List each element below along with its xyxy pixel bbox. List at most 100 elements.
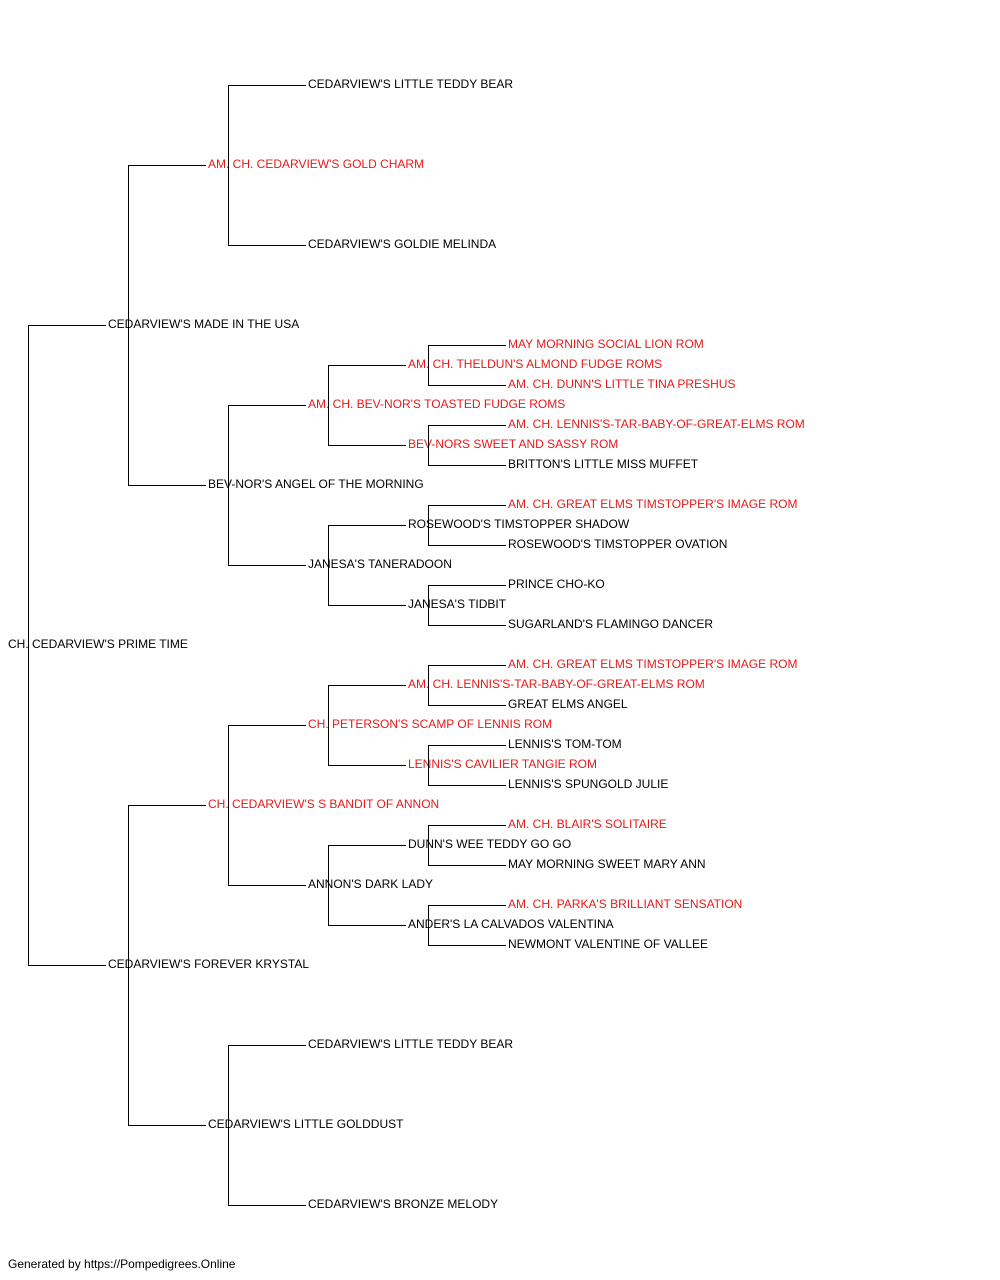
sire-branch xyxy=(328,685,406,686)
sire-connector xyxy=(428,345,429,365)
dam-branch xyxy=(328,765,406,766)
dam-branch xyxy=(428,865,506,866)
dam-branch xyxy=(428,545,506,546)
sire-branch xyxy=(428,825,506,826)
sire-branch xyxy=(128,805,206,806)
sire-branch xyxy=(428,505,506,506)
sire-name: ROSEWOOD'S TIMSTOPPER SHADOW xyxy=(408,517,632,531)
sire-connector xyxy=(328,525,329,565)
dam-branch xyxy=(128,485,206,486)
dam-branch xyxy=(228,885,306,886)
dam-branch xyxy=(428,465,506,466)
dam-connector xyxy=(328,724,329,766)
sire-branch xyxy=(328,845,406,846)
dam-name: SUGARLAND'S FLAMINGO DANCER xyxy=(508,617,715,631)
dam-name: BRITTON'S LITTLE MISS MUFFET xyxy=(508,457,701,471)
dam-connector xyxy=(428,604,429,626)
sire-name: PRINCE CHO-KO xyxy=(508,577,607,591)
dam-connector xyxy=(428,844,429,866)
sire-connector xyxy=(328,845,329,885)
dam-name: ROSEWOOD'S TIMSTOPPER OVATION xyxy=(508,537,730,551)
sire-connector xyxy=(428,905,429,925)
sire-branch xyxy=(428,665,506,666)
sire-connector xyxy=(428,825,429,845)
sire-connector xyxy=(128,805,129,965)
sire-name: LENNIS'S TOM-TOM xyxy=(508,737,624,751)
dam-name: LENNIS'S SPUNGOLD JULIE xyxy=(508,777,671,791)
sire-connector xyxy=(128,165,129,325)
dam-branch xyxy=(428,945,506,946)
sire-branch xyxy=(428,905,506,906)
dam-connector xyxy=(428,684,429,706)
dam-connector xyxy=(228,164,229,246)
dam-connector xyxy=(428,924,429,946)
dam-branch xyxy=(428,785,506,786)
sire-name: CH. CEDARVIEW'S S BANDIT OF ANNON xyxy=(208,797,442,811)
dam-branch xyxy=(428,705,506,706)
sire-name: AM. CH. GREAT ELMS TIMSTOPPER'S IMAGE RO… xyxy=(508,657,800,671)
dam-connector xyxy=(128,964,129,1126)
dam-branch xyxy=(328,445,406,446)
dam-connector xyxy=(128,324,129,486)
sire-connector xyxy=(328,685,329,725)
dam-branch xyxy=(228,245,306,246)
dam-name: MAY MORNING SWEET MARY ANN xyxy=(508,857,708,871)
dam-branch xyxy=(228,1205,306,1206)
dam-connector xyxy=(428,764,429,786)
sire-connector xyxy=(428,585,429,605)
dam-name: LENNIS'S CAVILIER TANGIE ROM xyxy=(408,757,599,771)
dam-name: CEDARVIEW'S LITTLE GOLDDUST xyxy=(208,1117,406,1131)
dam-connector xyxy=(328,884,329,926)
dam-name: BEV-NOR'S ANGEL OF THE MORNING xyxy=(208,477,426,491)
sire-connector xyxy=(428,505,429,525)
sire-connector xyxy=(228,1045,229,1125)
generator-credit: Generated by https://Pompedigrees.Online xyxy=(8,1257,236,1271)
sire-branch xyxy=(328,365,406,366)
dam-connector xyxy=(28,644,29,966)
sire-name: CEDARVIEW'S LITTLE TEDDY BEAR xyxy=(308,77,516,91)
dam-name: JANESA'S TIDBIT xyxy=(408,597,509,611)
sire-name: CH. PETERSON'S SCAMP OF LENNIS ROM xyxy=(308,717,555,731)
dam-branch xyxy=(28,965,106,966)
sire-branch xyxy=(428,425,506,426)
sire-branch xyxy=(228,85,306,86)
sire-name: AM. CH. THELDUN'S ALMOND FUDGE ROMS xyxy=(408,357,665,371)
dam-branch xyxy=(428,625,506,626)
sire-branch xyxy=(428,585,506,586)
dam-connector xyxy=(228,484,229,566)
dam-branch xyxy=(328,605,406,606)
sire-name: AM. CH. PARKA'S BRILLIANT SENSATION xyxy=(508,897,745,911)
dam-name: CEDARVIEW'S FOREVER KRYSTAL xyxy=(108,957,312,971)
sire-name: CEDARVIEW'S MADE IN THE USA xyxy=(108,317,302,331)
dam-connector xyxy=(428,364,429,386)
sire-connector xyxy=(428,665,429,685)
sire-branch xyxy=(228,1045,306,1046)
sire-connector xyxy=(428,425,429,445)
sire-branch xyxy=(428,745,506,746)
dam-branch xyxy=(228,565,306,566)
sire-name: AM. CH. BLAIR'S SOLITAIRE xyxy=(508,817,669,831)
subject-name: CH. CEDARVIEW'S PRIME TIME xyxy=(8,637,190,651)
sire-name: AM. CH. LENNIS'S-TAR-BABY-OF-GREAT-ELMS … xyxy=(508,417,807,431)
dam-name: ANDER'S LA CALVADOS VALENTINA xyxy=(408,917,616,931)
sire-branch xyxy=(228,405,306,406)
sire-name: DUNN'S WEE TEDDY GO GO xyxy=(408,837,574,851)
dam-name: CEDARVIEW'S BRONZE MELODY xyxy=(308,1197,501,1211)
sire-name: AM. CH. BEV-NOR'S TOASTED FUDGE ROMS xyxy=(308,397,568,411)
dam-connector xyxy=(228,1124,229,1206)
sire-name: CEDARVIEW'S LITTLE TEDDY BEAR xyxy=(308,1037,516,1051)
dam-name: NEWMONT VALENTINE OF VALLEE xyxy=(508,937,711,951)
sire-connector xyxy=(228,725,229,805)
dam-branch xyxy=(428,385,506,386)
dam-connector xyxy=(328,404,329,446)
sire-branch xyxy=(128,165,206,166)
sire-branch xyxy=(328,525,406,526)
dam-name: ANNON'S DARK LADY xyxy=(308,877,435,891)
sire-name: AM. CH. CEDARVIEW'S GOLD CHARM xyxy=(208,157,427,171)
dam-branch xyxy=(128,1125,206,1126)
dam-connector xyxy=(228,804,229,886)
dam-name: AM. CH. DUNN'S LITTLE TINA PRESHUS xyxy=(508,377,738,391)
sire-name: MAY MORNING SOCIAL LION ROM xyxy=(508,337,706,351)
sire-name: AM. CH. GREAT ELMS TIMSTOPPER'S IMAGE RO… xyxy=(508,497,800,511)
